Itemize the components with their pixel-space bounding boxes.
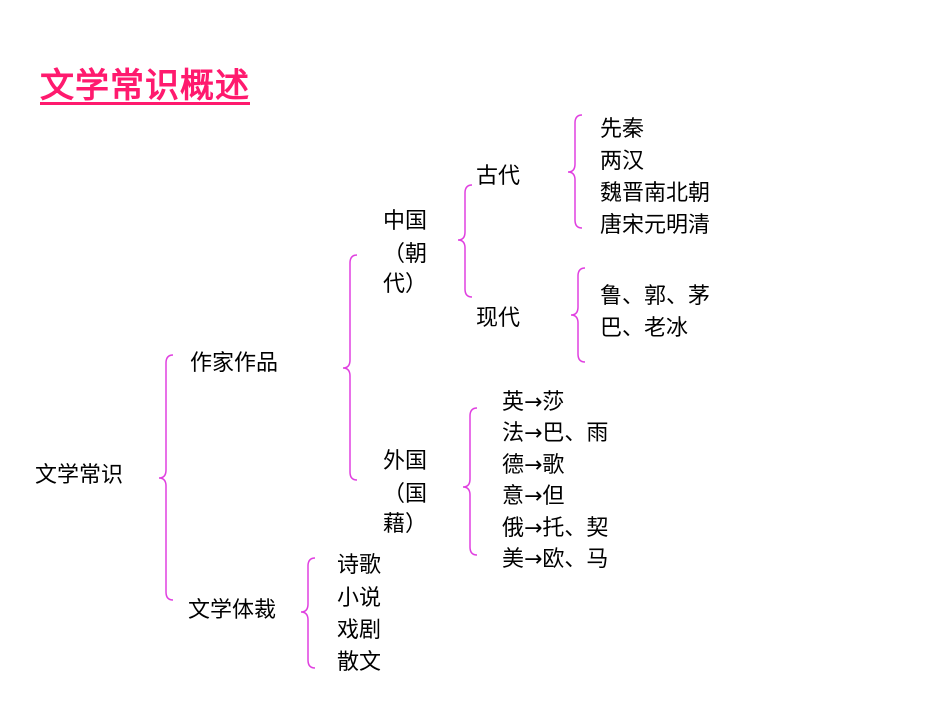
foreign-node-line: （国 xyxy=(383,482,428,507)
foreign-item: 俄→托、契 xyxy=(502,516,609,541)
ancient-item: 两汉 xyxy=(600,149,645,174)
foreign-node: 外国 xyxy=(383,449,428,474)
foreign-item: 意→但 xyxy=(502,484,565,509)
genre-item: 诗歌 xyxy=(337,553,382,578)
modern-brace xyxy=(570,267,586,363)
writers-brace xyxy=(342,254,358,481)
writers-node: 作家作品 xyxy=(190,351,279,376)
foreign-brace xyxy=(462,407,478,556)
foreign-item: 德→歌 xyxy=(502,453,565,478)
genre-item: 散文 xyxy=(337,650,382,675)
ancient-item: 魏晋南北朝 xyxy=(600,181,711,206)
slide-title: 文学常识概述 xyxy=(40,66,250,106)
china-node-line: （朝 xyxy=(383,242,428,267)
foreign-item: 英→莎 xyxy=(502,390,565,415)
modern-item: 鲁、郭、茅 xyxy=(600,284,711,309)
china-node: 中国 xyxy=(383,209,428,234)
ancient-node: 古代 xyxy=(476,164,521,189)
genre-item: 小说 xyxy=(337,586,382,611)
genres-node: 文学体裁 xyxy=(188,598,277,623)
ancient-item: 唐宋元明清 xyxy=(600,213,711,238)
ancient-item: 先秦 xyxy=(600,117,645,142)
genre-item: 戏剧 xyxy=(337,618,382,643)
china-node-line: 代） xyxy=(383,272,428,297)
genres-brace xyxy=(300,557,316,669)
root-brace xyxy=(158,354,174,601)
ancient-brace xyxy=(567,114,583,229)
foreign-item: 美→欧、马 xyxy=(502,547,609,572)
root-node: 文学常识 xyxy=(35,463,124,488)
modern-node: 现代 xyxy=(476,306,521,331)
china-brace xyxy=(457,184,473,298)
modern-item: 巴、老冰 xyxy=(600,316,689,341)
foreign-item: 法→巴、雨 xyxy=(502,421,609,446)
foreign-node-line: 藉） xyxy=(383,512,428,537)
